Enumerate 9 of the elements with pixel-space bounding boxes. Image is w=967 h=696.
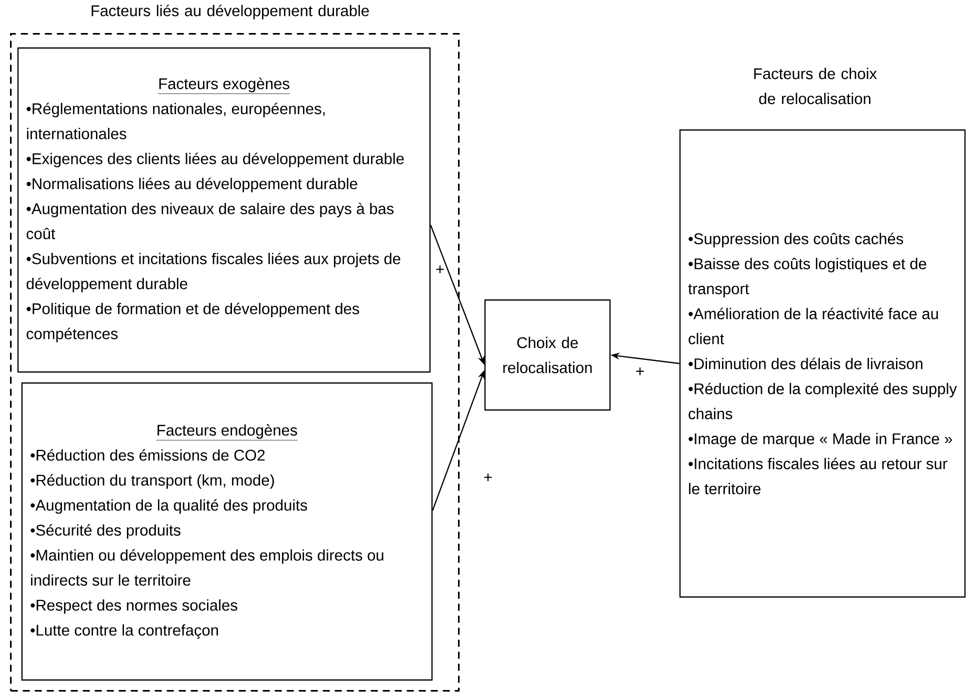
edge-label: +: [434, 264, 446, 276]
node-label: Facteurs liés au développement durable: [92, 4, 369, 20]
factor-box: Facteurs endogènes •Réduction des émissions de CO2 •Réduction du transport (km, mode) •Augmentation de la qualité des produits •Sécurité des produits •Maintien ou développement des emplois directs ou indirects sur le territoire •Respect des normes sociales •Lutte contre la contrefaçon: [21, 382, 433, 681]
edge-label: +: [634, 366, 646, 378]
edge-label: +: [482, 472, 494, 484]
factor-box: Facteurs exogènes •Réglementations nationales, européennes, internationales •Exigences des clients liées au développement durable •Normalisations liées au développement durable •Augmentation des niveaux de salaire des pays à bas coût •Subventions et incitations fiscales liées aux projets de développement durable •Politique de formation et de développement des compétences: [17, 47, 431, 373]
factor-box: Facteurs de choix de relocalisation •Suppression des coûts cachés •Baisse des coûts logistiques et de transport •Amélioration de la réactivité face au client •Diminution des délais de livraison •Réduction de la complexité des supply chains •Image de marque « Made in France » •Incitations fiscales liées au retour sur le territoire: [679, 68, 966, 598]
node-label: Facteurs de choix de relocalisation: [754, 68, 877, 104]
decision-box: Choix de relocalisation: [484, 299, 611, 411]
